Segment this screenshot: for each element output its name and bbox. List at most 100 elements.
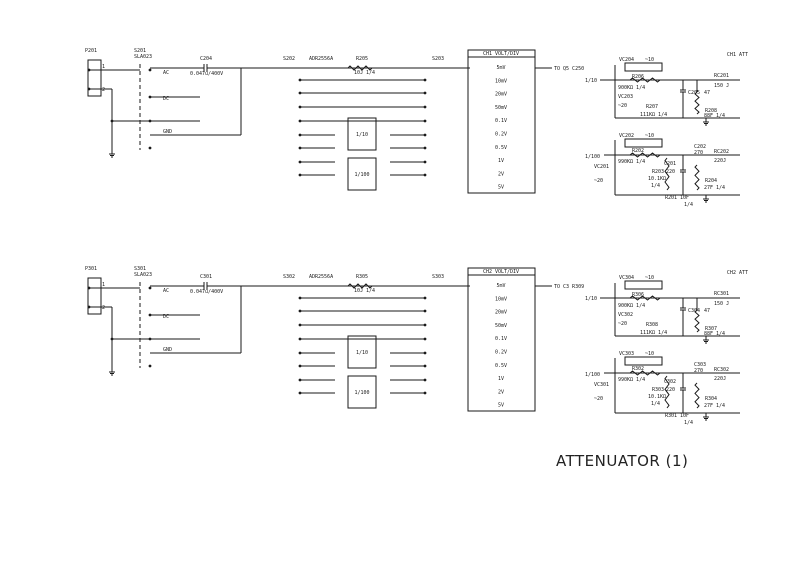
junction-dot <box>298 351 302 355</box>
section-b-r-top: R202 <box>632 148 644 154</box>
junction-dot <box>298 391 302 395</box>
section-b-cap-b-value: 270 <box>694 150 703 156</box>
resistor-symbol <box>694 382 700 409</box>
section-b-cap-a: C201 <box>664 161 676 167</box>
coupling-switch-label: S201 <box>134 48 146 54</box>
junction-dot <box>423 160 427 164</box>
junction-dot <box>148 68 152 72</box>
resistor-symbol <box>629 77 661 83</box>
volt-div-title: CH2 VOLT/DIV <box>483 269 519 275</box>
volt-div-step: 10mV <box>495 78 507 84</box>
connector-pin-label: 2 <box>102 305 105 311</box>
section-a-r-bottom-value: 111KΩ 1/4 <box>640 112 667 118</box>
attenuator-block-label: 1/100 <box>354 390 369 396</box>
junction-dot <box>298 105 302 109</box>
connector-pin-label: 1 <box>102 64 105 70</box>
section-a-vc-left-value: ~20 <box>618 321 627 327</box>
volt-div-step: 0.1V <box>495 118 507 124</box>
input-connector <box>87 59 102 97</box>
volt-div-step: 2V <box>498 171 504 177</box>
junction-dot <box>423 351 427 355</box>
section-a-vc-top-value: ~10 <box>645 275 654 281</box>
resistor-symbol <box>664 375 670 409</box>
coupling-gnd-label: GND <box>163 347 172 353</box>
junction-dot <box>110 337 114 341</box>
output-label: TO C3 R309 <box>554 284 584 290</box>
coupling-switch-label: S301 <box>134 266 146 272</box>
series-resistor-label: R305 <box>356 274 368 280</box>
section-a-vc-top: VC204 <box>619 57 634 63</box>
junction-dot <box>298 119 302 123</box>
section-a-vc-top-value: ~10 <box>645 57 654 63</box>
attenuator-block-label: 1/10 <box>356 350 368 356</box>
attenuator-ic-label: ADR2556A <box>309 56 333 62</box>
volt-div-panel <box>467 49 536 194</box>
section-b-r-out-value: 220J <box>714 158 726 164</box>
attenuator-title: CH1 ATT <box>727 52 748 58</box>
coupling-switch-part: SLA023 <box>134 272 152 278</box>
series-resistor-label: R205 <box>356 56 368 62</box>
section-b-ratio: 1/100 <box>585 372 600 378</box>
connector-label: P301 <box>85 266 97 272</box>
junction-dot <box>423 146 427 150</box>
junction-dot <box>298 337 302 341</box>
junction-dot <box>298 78 302 82</box>
connector-pin-label: 1 <box>102 282 105 288</box>
section-b-r-mid: R303 <box>652 387 664 393</box>
volt-div-step: 0.5V <box>495 145 507 151</box>
junction-dot <box>423 105 427 109</box>
coupling-dc-label: DC <box>163 96 169 102</box>
section-a-cap-value: 47 <box>704 90 710 96</box>
connector-label: P201 <box>85 48 97 54</box>
junction-dot <box>298 364 302 368</box>
section-b-cap-a-value: 220 <box>666 169 675 175</box>
connector-pin-label: 2 <box>102 87 105 93</box>
attenuator-block-1-100 <box>347 157 377 191</box>
section-b-cap-a-value: 220 <box>666 387 675 393</box>
section-b-r-shunt: R304 <box>705 396 717 402</box>
volt-div-step: 1V <box>498 376 504 382</box>
section-b-cap-b: C202 <box>694 144 706 150</box>
junction-dot <box>423 119 427 123</box>
volt-div-step: 1V <box>498 158 504 164</box>
section-b-r-bottom-value: 10F <box>680 195 689 201</box>
section-b-r-mid-power: 1/4 <box>651 183 660 189</box>
volt-div-step: 2V <box>498 389 504 395</box>
attenuator-ic-label: ADR2556A <box>309 274 333 280</box>
resistor-symbol <box>694 91 700 115</box>
switch-3-label: S303 <box>432 274 444 280</box>
volt-div-panel <box>467 267 536 412</box>
section-a-vc-left: VC203 <box>618 94 633 100</box>
section-a-r-shunt: R208 <box>705 108 717 114</box>
junction-dot <box>298 160 302 164</box>
volt-div-step: 50mV <box>495 105 507 111</box>
section-a-r-top: R306 <box>632 292 644 298</box>
section-b-r-bottom: R301 <box>665 413 677 419</box>
volt-div-step: 0.5V <box>495 363 507 369</box>
resistor-symbol <box>347 283 373 289</box>
volt-div-step: 5mV <box>496 65 505 71</box>
section-b-r-bottom-power: 1/4 <box>684 420 693 426</box>
channel-1-schematic: P20112S201SLA023ACDCGNDC2040.047u/400VS2… <box>85 48 748 208</box>
section-b-r-shunt-value: 27F 1/4 <box>704 403 725 409</box>
section-a-r-out: RC201 <box>714 73 729 79</box>
junction-dot <box>423 309 427 313</box>
section-a-ratio: 1/10 <box>585 78 597 84</box>
junction-dot <box>423 173 427 177</box>
attenuator-block-1-10 <box>347 117 377 151</box>
coupling-cap-label: C204 <box>200 56 212 62</box>
series-resistor-value: 10J 1/4 <box>354 288 375 294</box>
junction-dot <box>423 364 427 368</box>
junction-dot <box>298 323 302 327</box>
section-b-cap-b: C303 <box>694 362 706 368</box>
section-b-r-mid-value: 10.1KΩ <box>648 394 666 400</box>
junction-dot <box>148 286 152 290</box>
section-a-ratio: 1/10 <box>585 296 597 302</box>
switch-2-label: S302 <box>283 274 295 280</box>
section-a-r-shunt-value: 88F 1/4 <box>704 331 725 337</box>
section-a-r-top: R206 <box>632 74 644 80</box>
output-label: TO Q5 C250 <box>554 66 584 72</box>
section-b-r-top: R302 <box>632 366 644 372</box>
section-a-r-bottom-value: 111KΩ 1/4 <box>640 330 667 336</box>
